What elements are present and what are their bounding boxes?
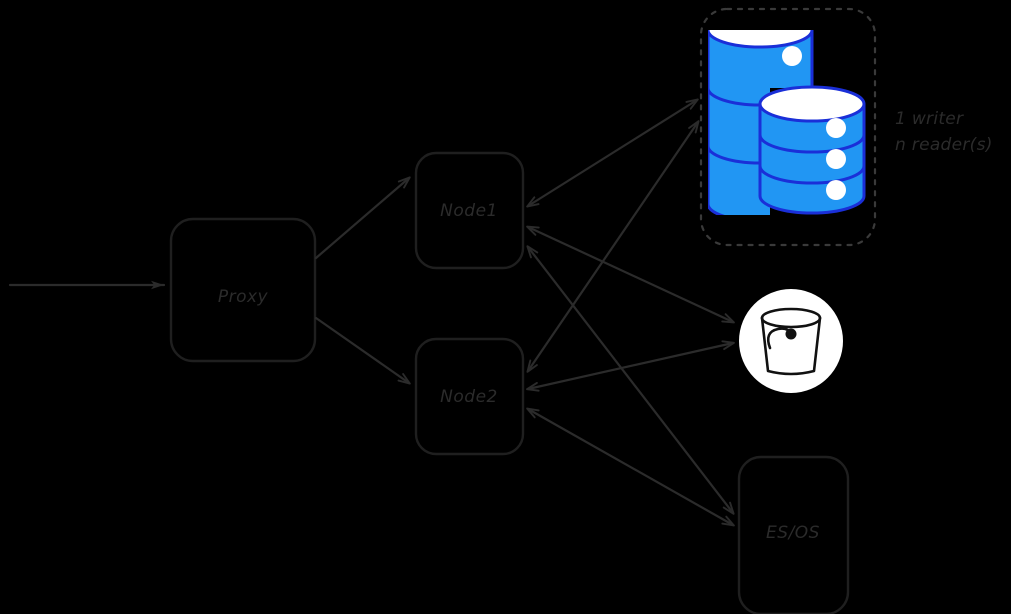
node1-label: Node1 xyxy=(440,201,498,221)
object-storage-bucket[interactable] xyxy=(739,289,843,393)
node1-to-database-link xyxy=(526,98,699,208)
proxy-to-node2-arrow xyxy=(314,316,411,385)
annotation-line-1: 1 writer xyxy=(895,109,964,129)
proxy-label: Proxy xyxy=(218,287,269,307)
node2-to-database-link xyxy=(526,120,700,373)
node2-label: Node2 xyxy=(440,387,498,407)
database-cluster-border xyxy=(699,7,877,247)
esos-node[interactable]: ES/OS xyxy=(737,455,850,614)
node2-to-esos-link xyxy=(526,407,735,527)
proxy-node[interactable]: Proxy xyxy=(169,217,317,363)
node1-to-bucket-link xyxy=(526,225,735,324)
node2-to-bucket-link xyxy=(526,340,735,392)
proxy-to-node1-arrow xyxy=(314,176,411,260)
node2-node[interactable]: Node2 xyxy=(414,337,525,456)
writer-reader-annotation: 1 writer n reader(s) xyxy=(895,109,993,155)
annotation-line-2: n reader(s) xyxy=(895,135,993,155)
node1-to-esos-link xyxy=(526,245,735,515)
esos-label: ES/OS xyxy=(766,523,820,543)
database-cylinder-front xyxy=(758,85,866,215)
database-cluster-group[interactable] xyxy=(699,7,877,247)
node1-node[interactable]: Node1 xyxy=(414,151,525,270)
bucket-icon xyxy=(760,307,822,376)
bucket-circle-background xyxy=(739,289,843,393)
